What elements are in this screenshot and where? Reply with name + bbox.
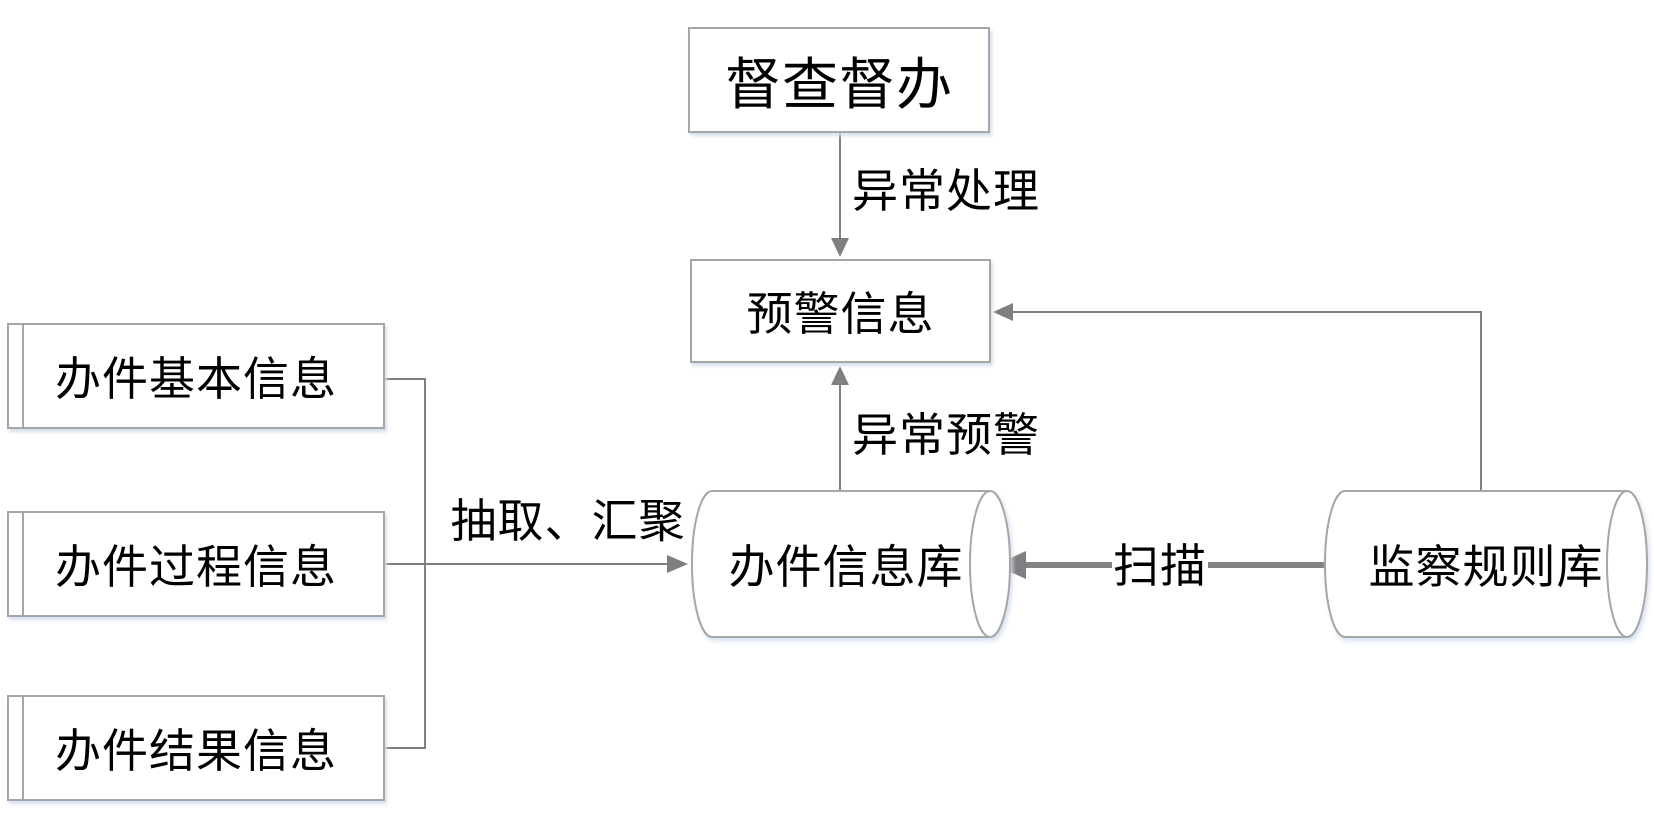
edge-exception-handling-arrowhead — [831, 238, 849, 257]
node-supervision-label: 督查督办 — [725, 52, 953, 116]
card-left-stripe — [22, 513, 24, 615]
node-case-result-info-label: 办件结果信息 — [55, 725, 337, 777]
edge-label-scan: 扫描 — [1113, 540, 1207, 592]
edge-extract-aggregate — [385, 378, 688, 749]
edge-rule-to-warning-line — [1011, 311, 1482, 490]
node-case-process-info: 办件过程信息 — [7, 511, 385, 617]
cylinder-rule-db-seam — [1606, 490, 1628, 638]
card-left-stripe — [22, 697, 24, 799]
cylinder-case-info-db — [691, 490, 1011, 638]
edge-extract-arrowhead — [667, 555, 688, 573]
node-warning-info: 预警信息 — [690, 259, 991, 363]
card-left-stripe — [22, 325, 24, 427]
edge-label-exception-handling: 异常处理 — [852, 165, 1040, 217]
cylinder-case-info-db-seam — [969, 490, 991, 638]
node-rule-db-label: 监察规则库 — [1345, 516, 1627, 612]
edge-rule-to-warning-arrowhead — [993, 303, 1013, 321]
node-warning-info-label: 预警信息 — [746, 288, 935, 340]
node-case-result-info: 办件结果信息 — [7, 695, 385, 801]
rule-db-text: 监察规则库 — [1368, 541, 1604, 593]
edge-exception-warning-arrowhead — [831, 366, 849, 385]
edge-label-exception-warning: 异常预警 — [852, 409, 1040, 461]
node-case-basic-info: 办件基本信息 — [7, 323, 385, 429]
node-supervision: 督查督办 — [688, 27, 990, 133]
edge-label-extract-aggregate: 抽取、汇聚 — [450, 495, 686, 547]
edge-exception-warning — [831, 366, 849, 490]
node-case-basic-info-label: 办件基本信息 — [55, 353, 337, 405]
node-case-info-db-label: 办件信息库 — [702, 516, 990, 612]
edge-rule-to-warning — [993, 303, 1482, 490]
edge-exception-handling — [831, 133, 849, 257]
cylinder-rule-db — [1324, 490, 1648, 638]
node-case-process-info-label: 办件过程信息 — [55, 541, 337, 593]
case-info-db-text: 办件信息库 — [728, 541, 964, 593]
